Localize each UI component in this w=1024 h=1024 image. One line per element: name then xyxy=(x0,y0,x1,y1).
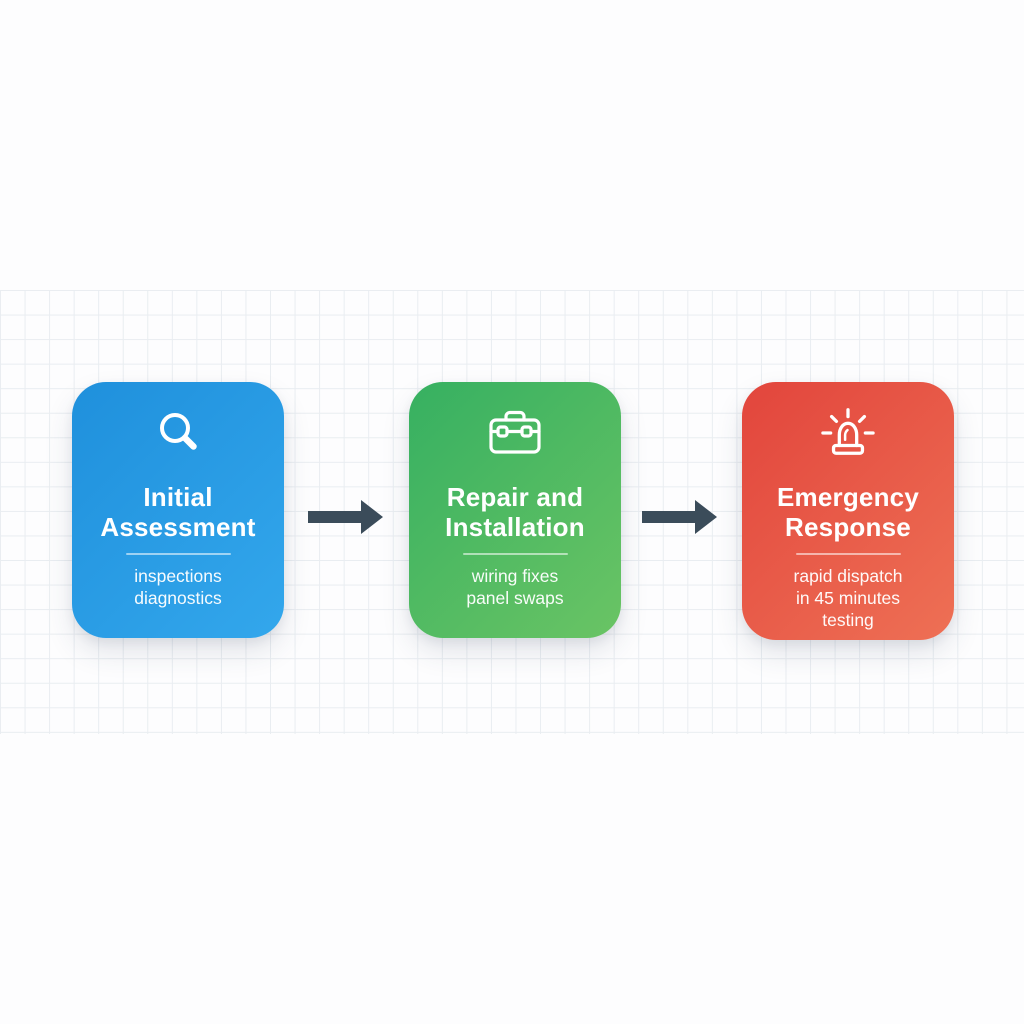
card-title: Emergency Response xyxy=(777,482,919,542)
card-subtitle-line1: inspections xyxy=(134,566,222,586)
card-title-line1: Repair and xyxy=(446,482,584,512)
card-subtitle-line1: rapid dispatch xyxy=(793,566,903,586)
flow-arrow-right-icon xyxy=(308,500,383,534)
flow-arrow-right-icon xyxy=(642,500,717,534)
card-subtitle: rapid dispatch in 45 minutes testing xyxy=(794,565,903,631)
card-subtitle-line3: testing xyxy=(822,610,874,630)
card-subtitle: wiring fixes panel swaps xyxy=(466,565,563,609)
card-subtitle-line2: diagnostics xyxy=(134,588,222,608)
card-title-line1: Initial xyxy=(143,482,213,512)
step-card-repair-and-installation: Repair and Installation wiring fixes pan… xyxy=(409,382,621,638)
card-title-line2: Installation xyxy=(445,512,585,542)
card-title-line2: Response xyxy=(785,512,911,542)
step-card-emergency-response: Emergency Response rapid dispatch in 45 … xyxy=(742,382,954,640)
card-title: Initial Assessment xyxy=(100,482,255,542)
card-title-line2: Assessment xyxy=(100,512,256,542)
card-subtitle-line2: in 45 minutes xyxy=(795,588,901,608)
search-icon xyxy=(154,406,202,458)
card-subtitle-line1: wiring fixes xyxy=(471,566,559,586)
card-divider xyxy=(462,553,568,555)
card-divider xyxy=(125,553,231,555)
card-subtitle-line2: panel swaps xyxy=(466,588,564,608)
card-title: Repair and Installation xyxy=(445,482,585,542)
toolbox-icon xyxy=(489,406,541,458)
card-title-line1: Emergency xyxy=(777,482,919,512)
card-divider xyxy=(795,553,901,555)
siren-icon xyxy=(819,406,877,458)
card-subtitle: inspections diagnostics xyxy=(134,565,222,609)
step-card-initial-assessment: Initial Assessment inspections diagnosti… xyxy=(72,382,284,638)
